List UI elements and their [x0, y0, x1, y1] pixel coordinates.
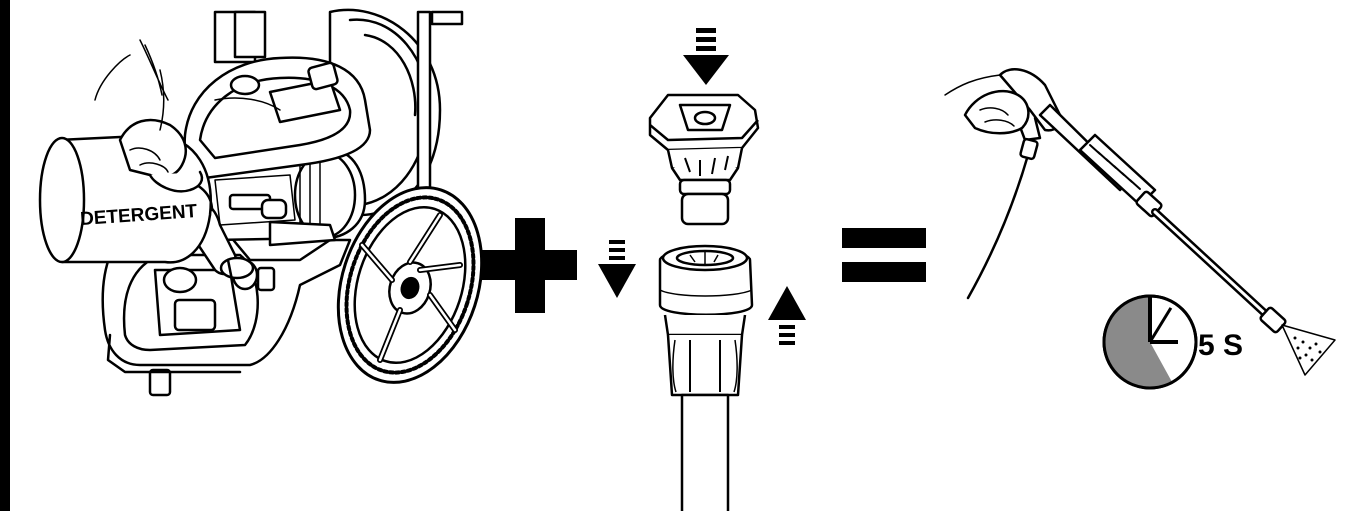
nozzle-tip	[648, 93, 760, 226]
plus-icon	[482, 218, 577, 313]
arrow-up-icon	[768, 286, 806, 345]
stopwatch-icon	[1102, 294, 1198, 390]
arrow-down-icon	[598, 240, 636, 298]
equals-icon	[842, 228, 926, 282]
quick-connect-coupler	[658, 244, 754, 511]
timer-label: 5 S	[1198, 329, 1243, 362]
pressure-washer-illustration	[38, 8, 484, 397]
timer-elapsed-fill	[1104, 296, 1173, 388]
spray-gun-illustration	[944, 68, 1336, 376]
left-border-bar	[0, 0, 10, 511]
wheel	[336, 186, 484, 384]
arrow-down-icon	[683, 28, 729, 85]
